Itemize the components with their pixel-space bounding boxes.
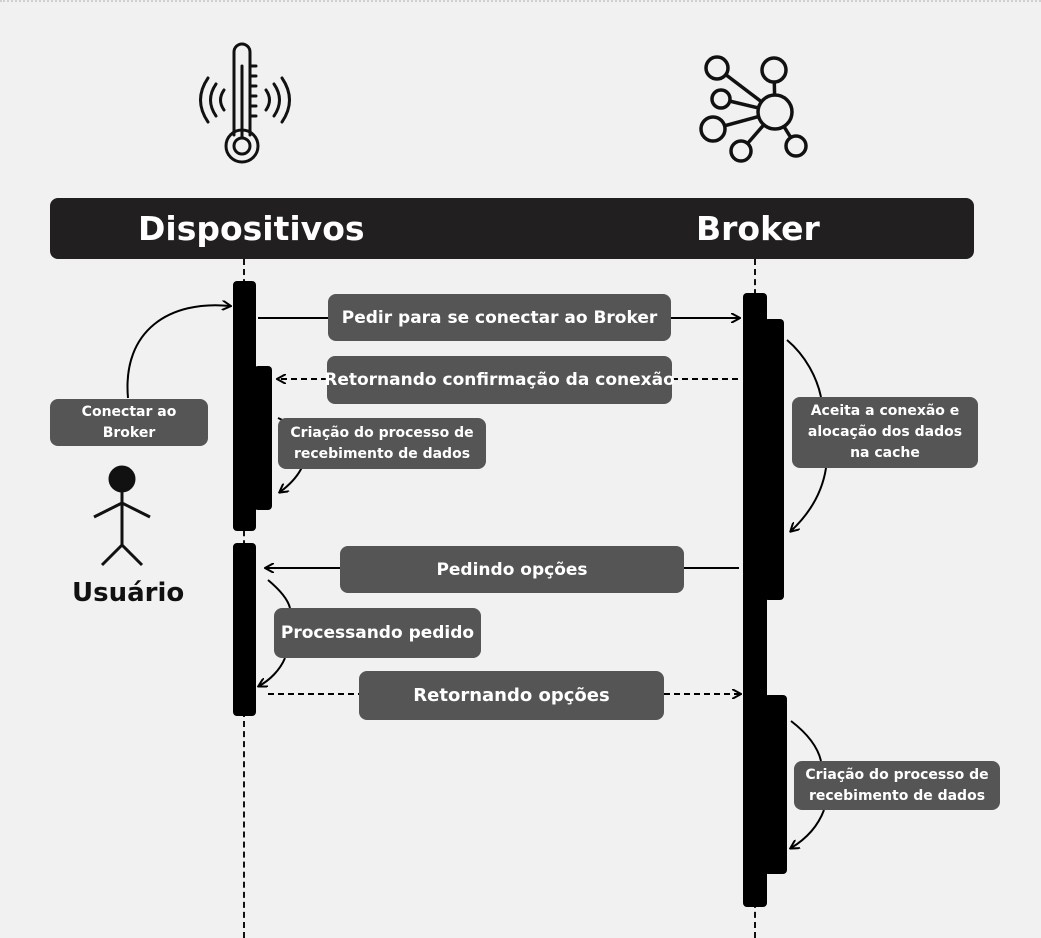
message-confirm-connection: Retornando confirmação da conexão [324,356,675,404]
curve-processing-bottom [259,657,286,686]
actor-label: Usuário [72,578,185,608]
note-broker-process: Criação do processo de recebimento de da… [794,761,1000,810]
participant-broker: Broker [696,209,820,248]
curve-processing-top [267,579,291,609]
activation-bar-device-nested [254,366,272,510]
message-request-options: Pedindo opções [340,546,684,593]
curve-broker-accept-bottom [791,467,827,531]
note-broker-accept: Aceita a conexão e alocação dos dados na… [792,397,978,468]
message-connect-request: Pedir para se conectar ao Broker [328,294,671,341]
activation-bar-device-2 [233,543,256,716]
top-dotted-border [0,0,1041,2]
note-user-connect: Conectar ao Broker [50,399,208,446]
curve-broker-accept-top [786,339,822,398]
curve-broker-process-top [790,720,822,762]
activation-bar-broker-nested-2 [764,695,787,874]
note-device-process: Criação do processo de recebimento de da… [278,418,486,469]
activation-bar-broker [743,293,767,907]
participants-header: Dispositivos Broker [50,198,974,259]
activation-bar-broker-nested-1 [764,319,784,600]
activation-bar-device-1 [233,281,256,531]
participant-dispositivos: Dispositivos [138,209,365,248]
stick-figure-icon [93,465,151,567]
message-return-options: Retornando opções [359,671,664,720]
network-hub-icon [699,55,808,163]
note-processing: Processando pedido [274,608,481,658]
thermometer-sensor-icon [199,42,291,164]
curve-broker-process-bottom [791,809,825,848]
curve-user-to-device [126,305,230,399]
